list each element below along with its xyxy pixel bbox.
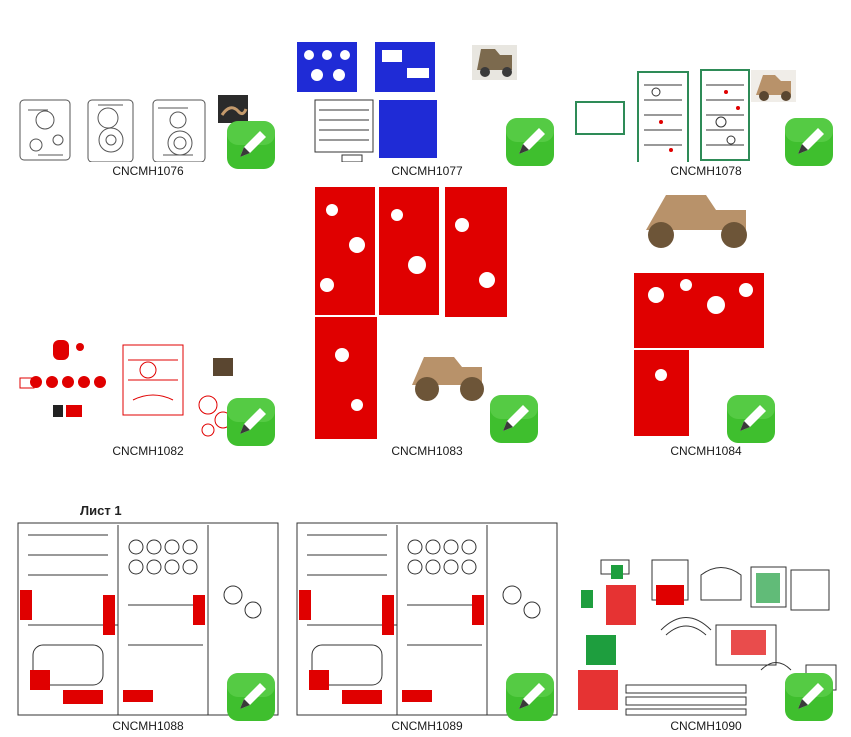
file-name: CNCMH1088	[112, 719, 184, 733]
cut-pattern-preview	[578, 559, 837, 716]
file-name: CNCMH1078	[670, 164, 742, 178]
file-name: CNCMH1084	[670, 444, 742, 458]
corel-draw-pen-icon	[489, 394, 539, 444]
corel-draw-pen-icon	[784, 117, 834, 167]
corel-draw-pen-icon	[226, 672, 276, 722]
file-thumbnail[interactable]	[8, 280, 288, 442]
cut-pattern-preview	[634, 195, 764, 436]
cut-pattern-preview	[19, 340, 233, 437]
file-tile-cncmh1078[interactable]: CNCMH1078	[566, 0, 846, 180]
corel-draw-pen-icon	[505, 672, 555, 722]
file-tile-cncmh1089[interactable]: CNCMH1089	[287, 522, 567, 735]
file-tile-cncmh1082[interactable]: CNCMH1082	[8, 280, 288, 460]
sheet-label: Лист 1	[80, 503, 122, 518]
file-tile-cncmh1088[interactable]: Лист 1 CNCMH1088	[8, 503, 288, 735]
file-thumbnail[interactable]	[566, 185, 846, 442]
file-tile-cncmh1084[interactable]: CNCMH1084	[566, 195, 846, 460]
cut-pattern-preview	[297, 42, 517, 162]
file-thumbnail[interactable]	[566, 0, 846, 162]
corel-draw-pen-icon	[226, 397, 276, 447]
file-thumbnail[interactable]	[287, 185, 567, 442]
corel-draw-pen-icon	[726, 394, 776, 444]
cut-pattern-preview	[315, 187, 507, 439]
file-tile-cncmh1083[interactable]: CNCMH1083	[287, 187, 567, 460]
file-tile-cncmh1077[interactable]: CNCMH1077	[287, 0, 567, 180]
file-thumbnail[interactable]	[8, 0, 288, 162]
file-tile-cncmh1090[interactable]: CNCMH1090	[566, 555, 846, 735]
corel-draw-pen-icon	[226, 120, 276, 170]
file-tile-cncmh1076[interactable]: CNCMH1076	[8, 0, 288, 180]
file-name: CNCMH1083	[391, 444, 463, 458]
cut-pattern-preview	[575, 69, 796, 162]
file-name: CNCMH1076	[112, 164, 184, 178]
file-thumbnail[interactable]	[566, 555, 846, 717]
cut-pattern-preview	[19, 95, 248, 162]
file-name: CNCMH1089	[391, 719, 463, 733]
corel-draw-pen-icon	[784, 672, 834, 722]
file-name: CNCMH1090	[670, 719, 742, 733]
file-name: CNCMH1082	[112, 444, 184, 458]
file-name: CNCMH1077	[391, 164, 463, 178]
corel-draw-pen-icon	[505, 117, 555, 167]
file-thumbnail[interactable]	[287, 0, 567, 162]
